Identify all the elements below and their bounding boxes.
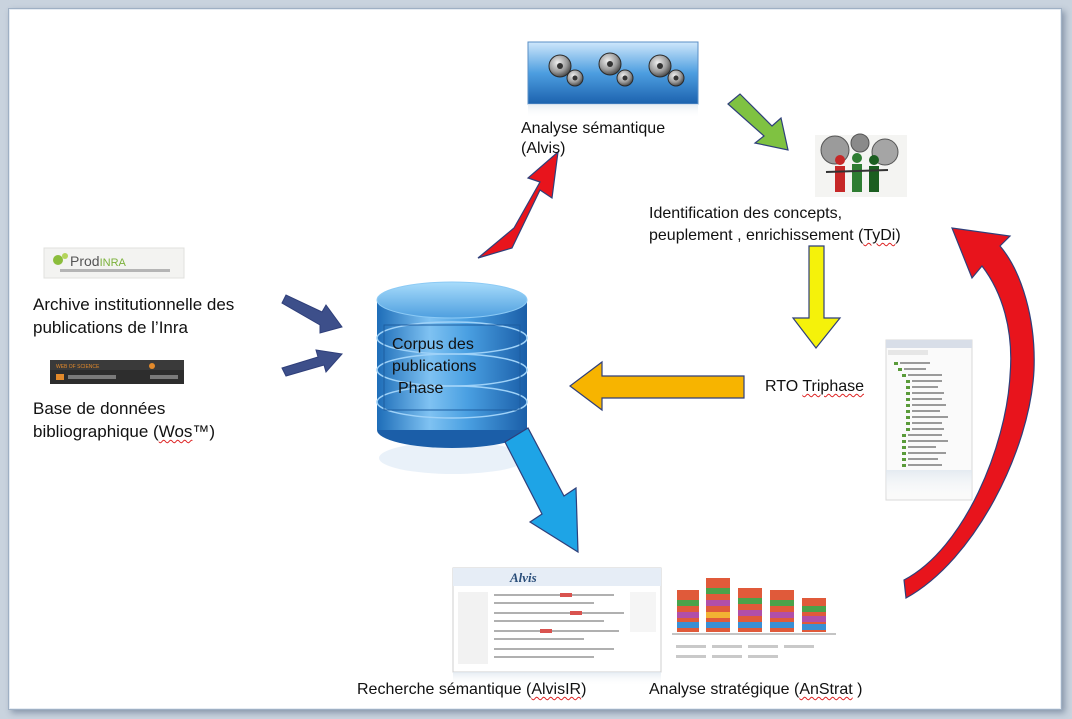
- navy-arrow-prodinra: [281, 294, 343, 334]
- wos-label: Base de données bibliographique (Wos™): [33, 397, 215, 443]
- prodinra-label-line2: publications de l’Inra: [33, 318, 188, 337]
- alvis-label-line1: Analyse sémantique: [521, 120, 666, 137]
- anstrat-label-a: Analyse stratégique (: [649, 681, 800, 698]
- tydi-label-line1: Identification des concepts,: [649, 205, 843, 222]
- alvis-label-line2: (Alvis): [521, 140, 566, 157]
- tydi-label-line2-a: peuplement , enrichissement (: [649, 227, 864, 244]
- alvisir-label-c: ): [581, 681, 587, 698]
- anstrat-label-c: ): [852, 681, 863, 698]
- alvis-logo-text: Alvis: [509, 570, 537, 585]
- alvisir-label: Recherche sémantique (AlvisIR): [357, 680, 586, 700]
- corpus-label-line2: publications: [392, 358, 477, 375]
- wos-label-line2-a: bibliographique (: [33, 422, 159, 441]
- prodinra-logo: ProdINRA: [43, 247, 185, 279]
- anstrat-label-anstrat: AnStrat: [799, 681, 853, 698]
- alvisir-label-a: Recherche sémantique (: [357, 681, 532, 698]
- rto-triphase-screenshot: [885, 339, 973, 502]
- anstrat-chart-image: [668, 572, 840, 672]
- tydi-label: Identification des concepts, peuplement …: [649, 203, 901, 247]
- corpus-label-line1: Corpus des: [392, 336, 474, 353]
- prodinra-label-line1: Archive institutionnelle des: [33, 295, 235, 314]
- wos-label-line2-c: ™): [192, 422, 216, 441]
- tydi-label-line2-c: ): [895, 227, 901, 244]
- blue-arrow-to-alvisir: [504, 427, 579, 554]
- corpus-database-icon: [376, 281, 528, 474]
- tydi-label-line2: peuplement , enrichissement (TyDi): [649, 225, 901, 247]
- prodinra-label: Archive institutionnelle des publication…: [33, 293, 234, 339]
- orange-arrow-to-corpus: [569, 360, 745, 412]
- green-arrow-to-tydi: [727, 93, 789, 151]
- red-arrow-to-alvis: [477, 150, 559, 259]
- alvisir-screenshot: [452, 567, 662, 686]
- tydi-people-image: [815, 133, 907, 197]
- wos-logo: WEB OF SCIENCE: [50, 360, 184, 384]
- anstrat-label: Analyse stratégique (AnStrat ): [649, 680, 862, 700]
- wos-label-wos: Wos: [158, 422, 193, 441]
- wos-label-line1: Base de données: [33, 399, 166, 418]
- alvisir-label-alvisir: AlvisIR: [531, 681, 582, 698]
- alvis-gears-image: [527, 41, 699, 118]
- corpus-label: Corpus des publications Phase: [392, 334, 477, 400]
- rto-label-a: RTO: [765, 378, 803, 395]
- yellow-arrow-down: [791, 245, 842, 349]
- prodinra-name: ProdINRA: [70, 253, 127, 269]
- rto-label-triphase: Triphase: [802, 378, 865, 395]
- red-curved-arrow-feedback: [903, 227, 1035, 599]
- corpus-label-line3: Phase: [398, 380, 444, 397]
- navy-arrow-wos: [281, 349, 343, 377]
- alvis-label: Analyse sémantique (Alvis): [521, 119, 665, 159]
- wos-label-line2: bibliographique (Wos™): [33, 420, 215, 443]
- svg-text:WEB OF SCIENCE: WEB OF SCIENCE: [56, 364, 100, 370]
- rto-triphase-label: RTO Triphase: [765, 377, 864, 397]
- tydi-label-tydi: TyDi: [863, 227, 896, 244]
